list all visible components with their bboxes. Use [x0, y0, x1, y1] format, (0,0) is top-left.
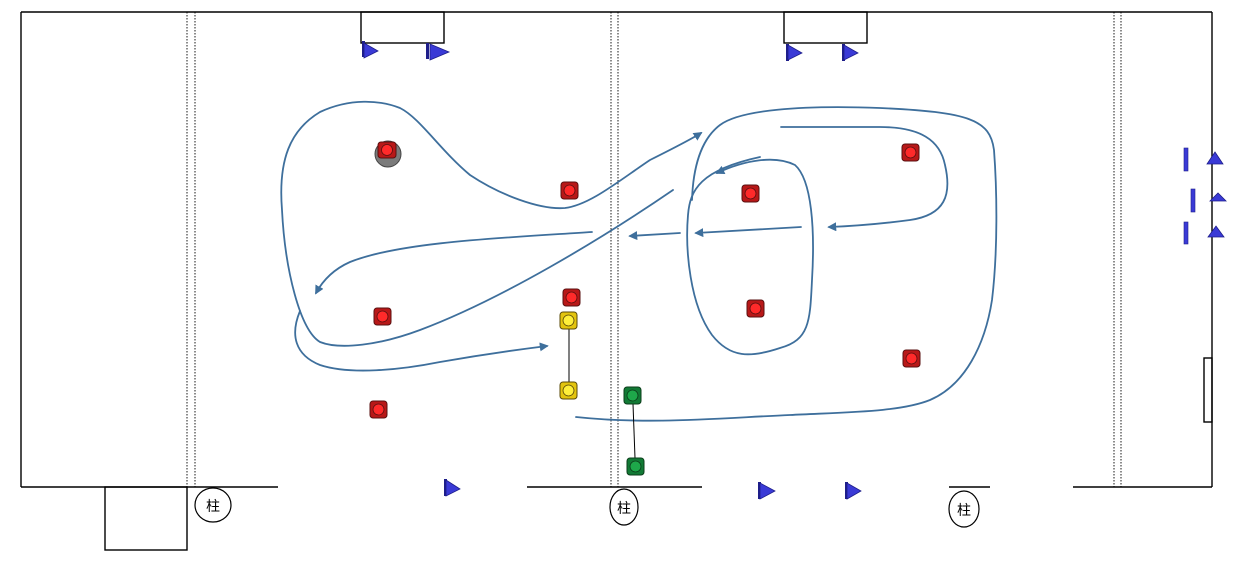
flag-cone-icon [786, 44, 803, 61]
path-right-top-loop [780, 126, 949, 232]
yellow-players [559, 311, 578, 400]
green-player [626, 457, 645, 476]
pillar: 柱 [948, 490, 980, 528]
player-dot [372, 403, 385, 416]
top-goal-right [783, 11, 868, 44]
court-dividers [186, 12, 1122, 487]
green-players [623, 386, 645, 476]
right-side-goal [1203, 357, 1213, 423]
top-goal-left [360, 11, 445, 44]
flag-cone-icon [362, 41, 379, 59]
path-return-left [315, 231, 593, 295]
flag-cone-icon [845, 482, 862, 500]
bottom-left-box [104, 486, 188, 551]
player-dot [376, 310, 389, 323]
pillar-label: 柱 [206, 499, 220, 515]
flag-cone-icon [842, 44, 859, 61]
red-player [562, 288, 581, 307]
yellow-player [559, 381, 578, 400]
pillar-icon [948, 490, 980, 528]
player-dot [565, 291, 578, 304]
pair-links [568, 329, 636, 459]
green-player [623, 386, 642, 405]
pillar: 柱 [194, 487, 232, 523]
pillar-icon [194, 487, 232, 523]
flag-cone-icon [758, 482, 776, 500]
red-player [369, 400, 388, 419]
player-dot [562, 314, 575, 327]
player-dot [562, 384, 575, 397]
red-players [369, 143, 921, 419]
path-left-loop [280, 100, 703, 347]
pillar-label: 柱 [957, 503, 971, 519]
player-dot [744, 187, 757, 200]
flag-cone-icon [444, 479, 461, 497]
path-bottom-left [294, 310, 549, 372]
red-player [902, 349, 921, 368]
player-dot [629, 460, 642, 473]
flag-cone-icon [1183, 221, 1225, 245]
player-dot [563, 184, 576, 197]
player-dot [904, 146, 917, 159]
court [20, 11, 1213, 551]
movement-paths [280, 100, 998, 422]
path-outer-loop [575, 106, 998, 422]
red-player [746, 299, 765, 318]
player-dot [626, 389, 639, 402]
red-player [373, 307, 392, 326]
red-player [901, 143, 920, 162]
cones [362, 41, 1227, 500]
pillar: 柱 [609, 488, 639, 526]
red-player [560, 181, 579, 200]
pillar-icon [609, 488, 639, 526]
red-player [741, 184, 760, 203]
player-dot [381, 144, 393, 156]
flag-cone-icon [426, 43, 451, 61]
flag-cone-icon [1183, 147, 1224, 172]
green-pair-link [632, 403, 636, 459]
path-center-arrow [628, 231, 681, 241]
path-inner-oval [686, 156, 814, 356]
pillar-label: 柱 [617, 501, 631, 517]
path-inner-line [694, 226, 802, 238]
yellow-player [559, 311, 578, 330]
flag-cone-icon [1190, 188, 1227, 213]
player-dot [749, 302, 762, 315]
player-dot [905, 352, 918, 365]
highlighted-player [374, 140, 402, 168]
